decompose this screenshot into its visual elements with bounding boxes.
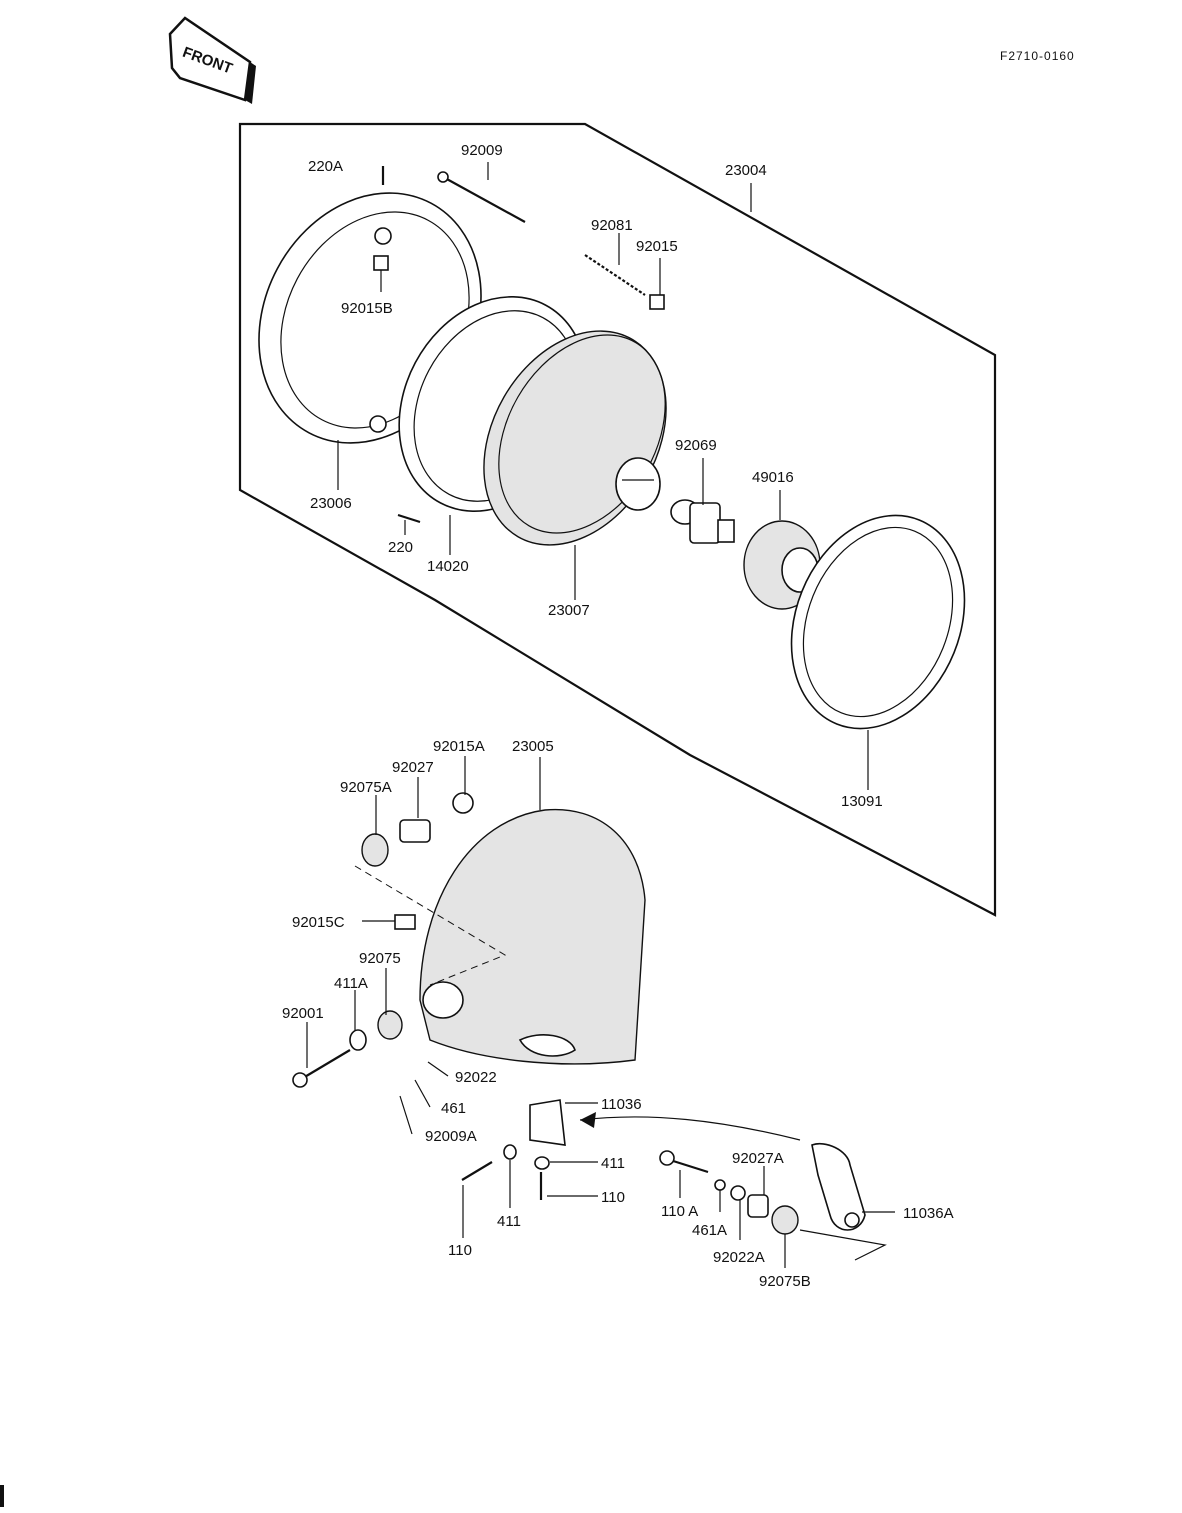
label-110-right: 110 [601, 1189, 625, 1206]
leader-lines [306, 162, 895, 1268]
label-110-left: 110 [448, 1242, 472, 1259]
label-92075: 92075 [359, 950, 401, 967]
label-92001: 92001 [282, 1005, 324, 1022]
label-23007: 23007 [548, 602, 590, 619]
label-92069: 92069 [675, 437, 717, 454]
label-92027A: 92027A [732, 1150, 784, 1167]
label-220A: 220A [308, 158, 343, 175]
hardware-lower [292, 792, 866, 1235]
label-14020: 14020 [427, 558, 469, 575]
substitution-arrow [579, 1112, 801, 1141]
label-92009: 92009 [461, 142, 503, 159]
label-23004: 23004 [725, 162, 767, 179]
hardware-upper [373, 166, 665, 524]
label-92022A: 92022A [713, 1249, 765, 1266]
label-92022: 92022 [455, 1069, 497, 1086]
label-92015: 92015 [636, 238, 678, 255]
label-23005: 23005 [512, 738, 554, 755]
label-92075B: 92075B [759, 1273, 811, 1290]
sealed-beam-23007 [483, 330, 667, 546]
label-92015C: 92015C [292, 914, 345, 931]
label-11036A: 11036A [903, 1205, 954, 1222]
bulb-92069 [670, 499, 735, 544]
label-92009A: 92009A [425, 1128, 477, 1145]
front-arrow-icon: FRONT [168, 16, 256, 104]
label-92081: 92081 [591, 217, 633, 234]
label-220: 220 [388, 539, 413, 556]
label-49016: 49016 [752, 469, 794, 486]
label-411A: 411A [334, 975, 368, 992]
label-110A: 110 A [661, 1203, 698, 1220]
label-92015B: 92015B [341, 300, 393, 317]
headlight-housing-23005 [419, 808, 646, 1065]
part-labels: 220A 92009 23004 92081 92015 92015B 9206… [282, 142, 954, 1290]
label-23006: 23006 [310, 495, 352, 512]
label-461: 461 [441, 1100, 466, 1117]
label-92075A: 92075A [340, 779, 392, 796]
label-411-left: 411 [497, 1213, 521, 1230]
diagram-code: F2710-0160 [1000, 49, 1075, 63]
label-411-right: 411 [601, 1155, 625, 1172]
mounting-ring-13091 [790, 514, 966, 730]
label-461A: 461A [692, 1222, 727, 1239]
label-11036: 11036 [601, 1096, 642, 1113]
margin-mark [0, 1485, 4, 1507]
label-92027: 92027 [392, 759, 434, 776]
assembly-boundary-23004 [238, 122, 997, 917]
label-92015A: 92015A [433, 738, 485, 755]
label-13091: 13091 [841, 793, 883, 810]
